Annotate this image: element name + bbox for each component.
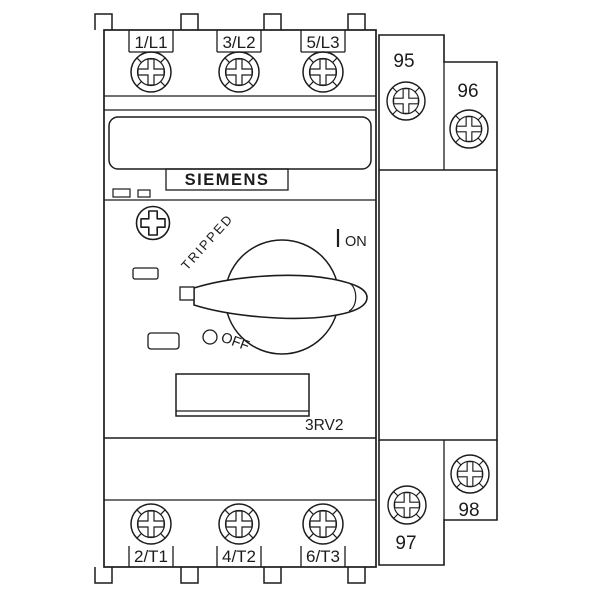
aux-terminal-98: 98 xyxy=(450,454,490,521)
vent-slot xyxy=(112,188,131,198)
mounting-tab xyxy=(180,13,199,30)
aux-terminal-95: 95 xyxy=(386,51,426,121)
off-label: OFF xyxy=(219,330,252,355)
terminal-2t1: 2/T1 xyxy=(128,503,174,567)
aux-terminal-label: 97 xyxy=(395,533,416,554)
terminal-5l3: 5/L3 xyxy=(300,30,346,93)
arc-cover-plate xyxy=(108,116,372,170)
vent-slot xyxy=(137,189,151,198)
aux-terminal-97: 97 xyxy=(387,485,427,554)
tripped-label: TRIPPED xyxy=(178,211,236,273)
trip-indicator-window xyxy=(132,267,159,280)
terminal-label: 1/L1 xyxy=(134,33,167,52)
mounting-tab xyxy=(94,567,113,584)
label-window xyxy=(175,373,310,417)
mounting-tab xyxy=(347,13,366,30)
terminal-label: 4/T2 xyxy=(222,547,256,566)
terminal-label: 6/T3 xyxy=(306,547,340,566)
terminal-label-frame xyxy=(128,546,174,567)
terminal-1l1: 1/L1 xyxy=(128,30,174,93)
mounting-tabs-top xyxy=(94,13,366,30)
terminal-4t2: 4/T2 xyxy=(216,503,262,567)
terminal-screw-icon xyxy=(218,51,260,93)
brand-logo-box xyxy=(165,168,289,191)
terminal-label: 5/L3 xyxy=(306,33,339,52)
terminal-3l2: 3/L2 xyxy=(216,30,262,93)
terminal-screw-icon xyxy=(130,51,172,93)
handle-tip xyxy=(179,286,195,301)
rotary-handle xyxy=(193,274,368,320)
terminal-label-frame xyxy=(300,546,346,567)
mounting-tab xyxy=(263,13,282,30)
model-label: 3RV2 xyxy=(305,417,344,434)
brand-logo-text: SIEMENS xyxy=(185,171,270,189)
terminal-label: 2/T1 xyxy=(134,547,168,566)
mounting-tab xyxy=(347,567,366,584)
handle-end-line xyxy=(348,282,357,312)
on-label: ON xyxy=(345,234,367,250)
terminal-screw-icon xyxy=(302,503,344,545)
terminal-6t3: 6/T3 xyxy=(300,503,346,567)
terminal-screw-icon xyxy=(130,503,172,545)
aux-block-bottom-outline xyxy=(378,440,498,566)
aux-terminal-screw-icon xyxy=(449,109,489,149)
terminal-label: 3/L2 xyxy=(222,33,255,52)
aux-terminal-screw-icon xyxy=(386,81,426,121)
off-symbol-circle xyxy=(202,329,218,345)
mounting-tab xyxy=(94,13,113,30)
aux-terminal-96: 96 xyxy=(449,81,489,149)
aux-terminal-label: 95 xyxy=(393,51,414,72)
aux-terminal-screw-icon xyxy=(387,485,427,525)
cross-recess-icon xyxy=(140,210,166,236)
fixing-screw-circle xyxy=(135,205,171,241)
test-button xyxy=(147,332,180,350)
breaker-body-outline xyxy=(103,29,377,568)
terminal-screw-icon xyxy=(302,51,344,93)
terminal-screw-icon xyxy=(218,503,260,545)
mounting-tab xyxy=(180,567,199,584)
aux-terminal-screw-icon xyxy=(450,454,490,494)
mounting-tab xyxy=(263,567,282,584)
aux-terminal-label: 96 xyxy=(457,81,478,102)
mounting-tabs-bottom xyxy=(94,567,366,584)
aux-terminal-label: 98 xyxy=(458,500,479,521)
fixing-screw xyxy=(135,205,171,241)
aux-block-middle-outline xyxy=(378,170,498,441)
terminal-label-frame xyxy=(216,546,262,567)
